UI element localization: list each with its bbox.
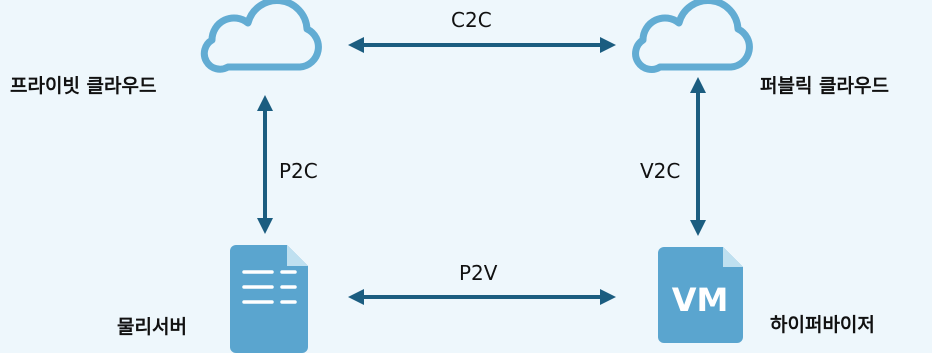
- private-cloud-icon: [200, 0, 322, 73]
- document-icon: [230, 245, 308, 353]
- c2c-label: C2C: [451, 8, 492, 32]
- hypervisor-label: 하이퍼바이저: [770, 314, 875, 336]
- vm-icon: VM: [658, 247, 743, 343]
- private-cloud-label: 프라이빗 클라우드: [10, 75, 157, 97]
- public-cloud-label: 퍼블릭 클라우드: [760, 75, 889, 97]
- physical-server-label: 물리서버: [117, 316, 187, 338]
- p2v-label: P2V: [459, 261, 498, 285]
- v2c-label: V2C: [640, 159, 681, 183]
- public-cloud-icon: [632, 0, 753, 73]
- p2c-label: P2C: [279, 159, 318, 183]
- vm-icon-text: VM: [672, 281, 729, 319]
